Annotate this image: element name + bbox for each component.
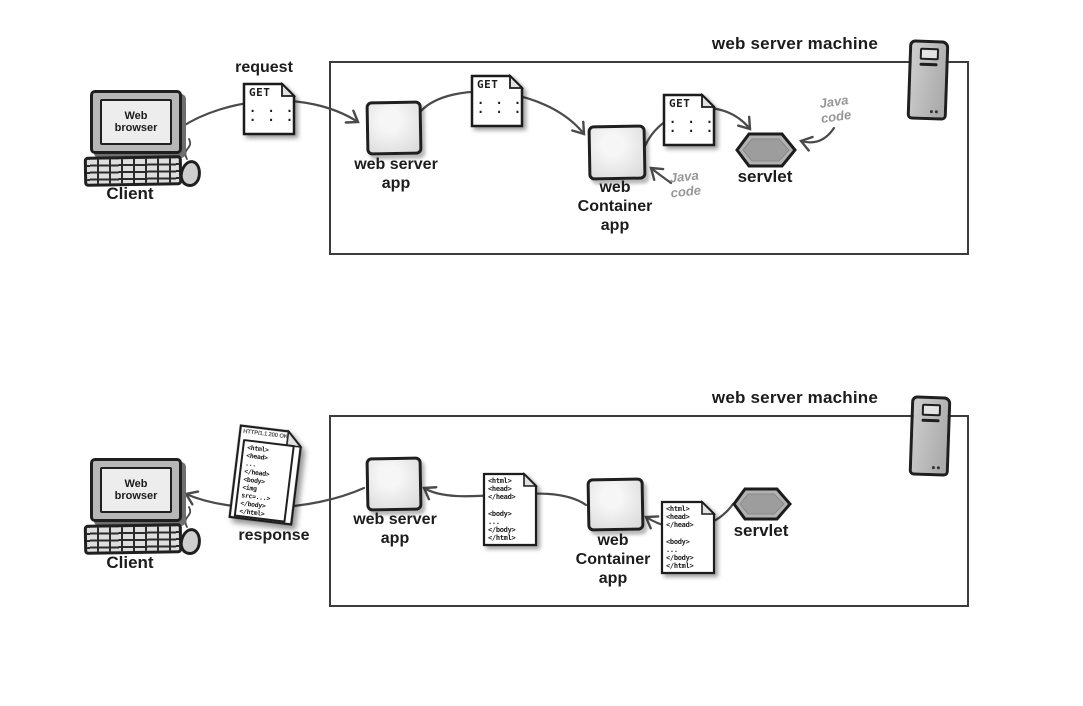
request-flow-label: request bbox=[235, 59, 293, 76]
browser-screen-label: Web browser bbox=[114, 110, 158, 134]
html-doc-middle: <html> <head> </head> <body> ... </body>… bbox=[482, 472, 538, 547]
servlet-label-response: servlet bbox=[733, 521, 789, 540]
browser-screen-label: Web browser bbox=[114, 478, 158, 502]
web-server-app-label-request: web server app bbox=[354, 156, 438, 192]
tower-dots bbox=[934, 110, 938, 114]
get-doc-body: . . . . . . bbox=[477, 93, 524, 116]
get-doc-body: . . . . . . bbox=[669, 112, 716, 135]
servlet-hexagon-response bbox=[731, 486, 793, 527]
tower-vent-line bbox=[921, 418, 940, 423]
browser-screen: Web browser bbox=[100, 99, 172, 145]
monitor-icon: Web browser bbox=[90, 90, 182, 154]
server-tower-icon-request bbox=[906, 39, 950, 121]
server-tower-icon-response bbox=[908, 395, 952, 477]
hexagon-icon bbox=[732, 487, 792, 521]
client-label-request: Client bbox=[106, 184, 154, 203]
tower-dots bbox=[936, 466, 940, 470]
web-server-machine-box-response bbox=[329, 415, 969, 607]
browser-screen: Web browser bbox=[100, 467, 172, 513]
machine-title-response: web server machine bbox=[711, 388, 879, 407]
get-doc-title: GET bbox=[477, 78, 499, 91]
html-doc-code: <html> <head> </head> <body> ... </body>… bbox=[488, 477, 516, 543]
get-request-doc-2: GET . . . . . . bbox=[470, 74, 524, 128]
response-html-box: <html> <head> ... </head> <body> <img sr… bbox=[233, 438, 295, 523]
servlet-label-request: servlet bbox=[737, 167, 793, 186]
client-computer-response: Web browser bbox=[83, 458, 204, 557]
web-container-app-label-response: web Container app bbox=[575, 532, 651, 587]
tower-drive-bay bbox=[919, 47, 940, 61]
keyboard-icon bbox=[83, 523, 183, 555]
get-request-doc-3: GET . . . . . . bbox=[662, 93, 716, 147]
get-doc-title: GET bbox=[249, 86, 271, 99]
monitor-icon: Web browser bbox=[90, 458, 182, 522]
client-computer-request: Web browser bbox=[83, 90, 204, 189]
web-server-app-box-request bbox=[365, 100, 423, 156]
web-container-app-box-request bbox=[587, 124, 647, 181]
get-doc-title: GET bbox=[669, 97, 691, 110]
response-flow-label: response bbox=[238, 527, 310, 544]
get-request-doc-1: GET . . . . . . bbox=[242, 82, 296, 136]
client-label-response: Client bbox=[106, 553, 154, 572]
http-response-doc: HTTP/1.1 200 OK <html> <head> ... </head… bbox=[227, 423, 304, 526]
machine-title-request: web server machine bbox=[711, 34, 879, 53]
web-server-app-label-response: web server app bbox=[353, 511, 437, 547]
web-container-app-label-request: web Container app bbox=[577, 179, 653, 234]
web-server-app-box-response bbox=[365, 456, 423, 512]
web-container-app-box-response bbox=[586, 477, 645, 532]
servlet-hexagon-request bbox=[734, 131, 798, 174]
hexagon-icon bbox=[735, 132, 797, 168]
web-server-machine-box-request bbox=[329, 61, 969, 255]
tower-drive-bay bbox=[921, 403, 942, 417]
response-html-code: <html> <head> ... </head> <body> <img sr… bbox=[238, 443, 271, 519]
tower-vent-line bbox=[919, 62, 938, 67]
get-doc-body: . . . . . . bbox=[249, 101, 296, 124]
keyboard-icon bbox=[83, 155, 183, 187]
